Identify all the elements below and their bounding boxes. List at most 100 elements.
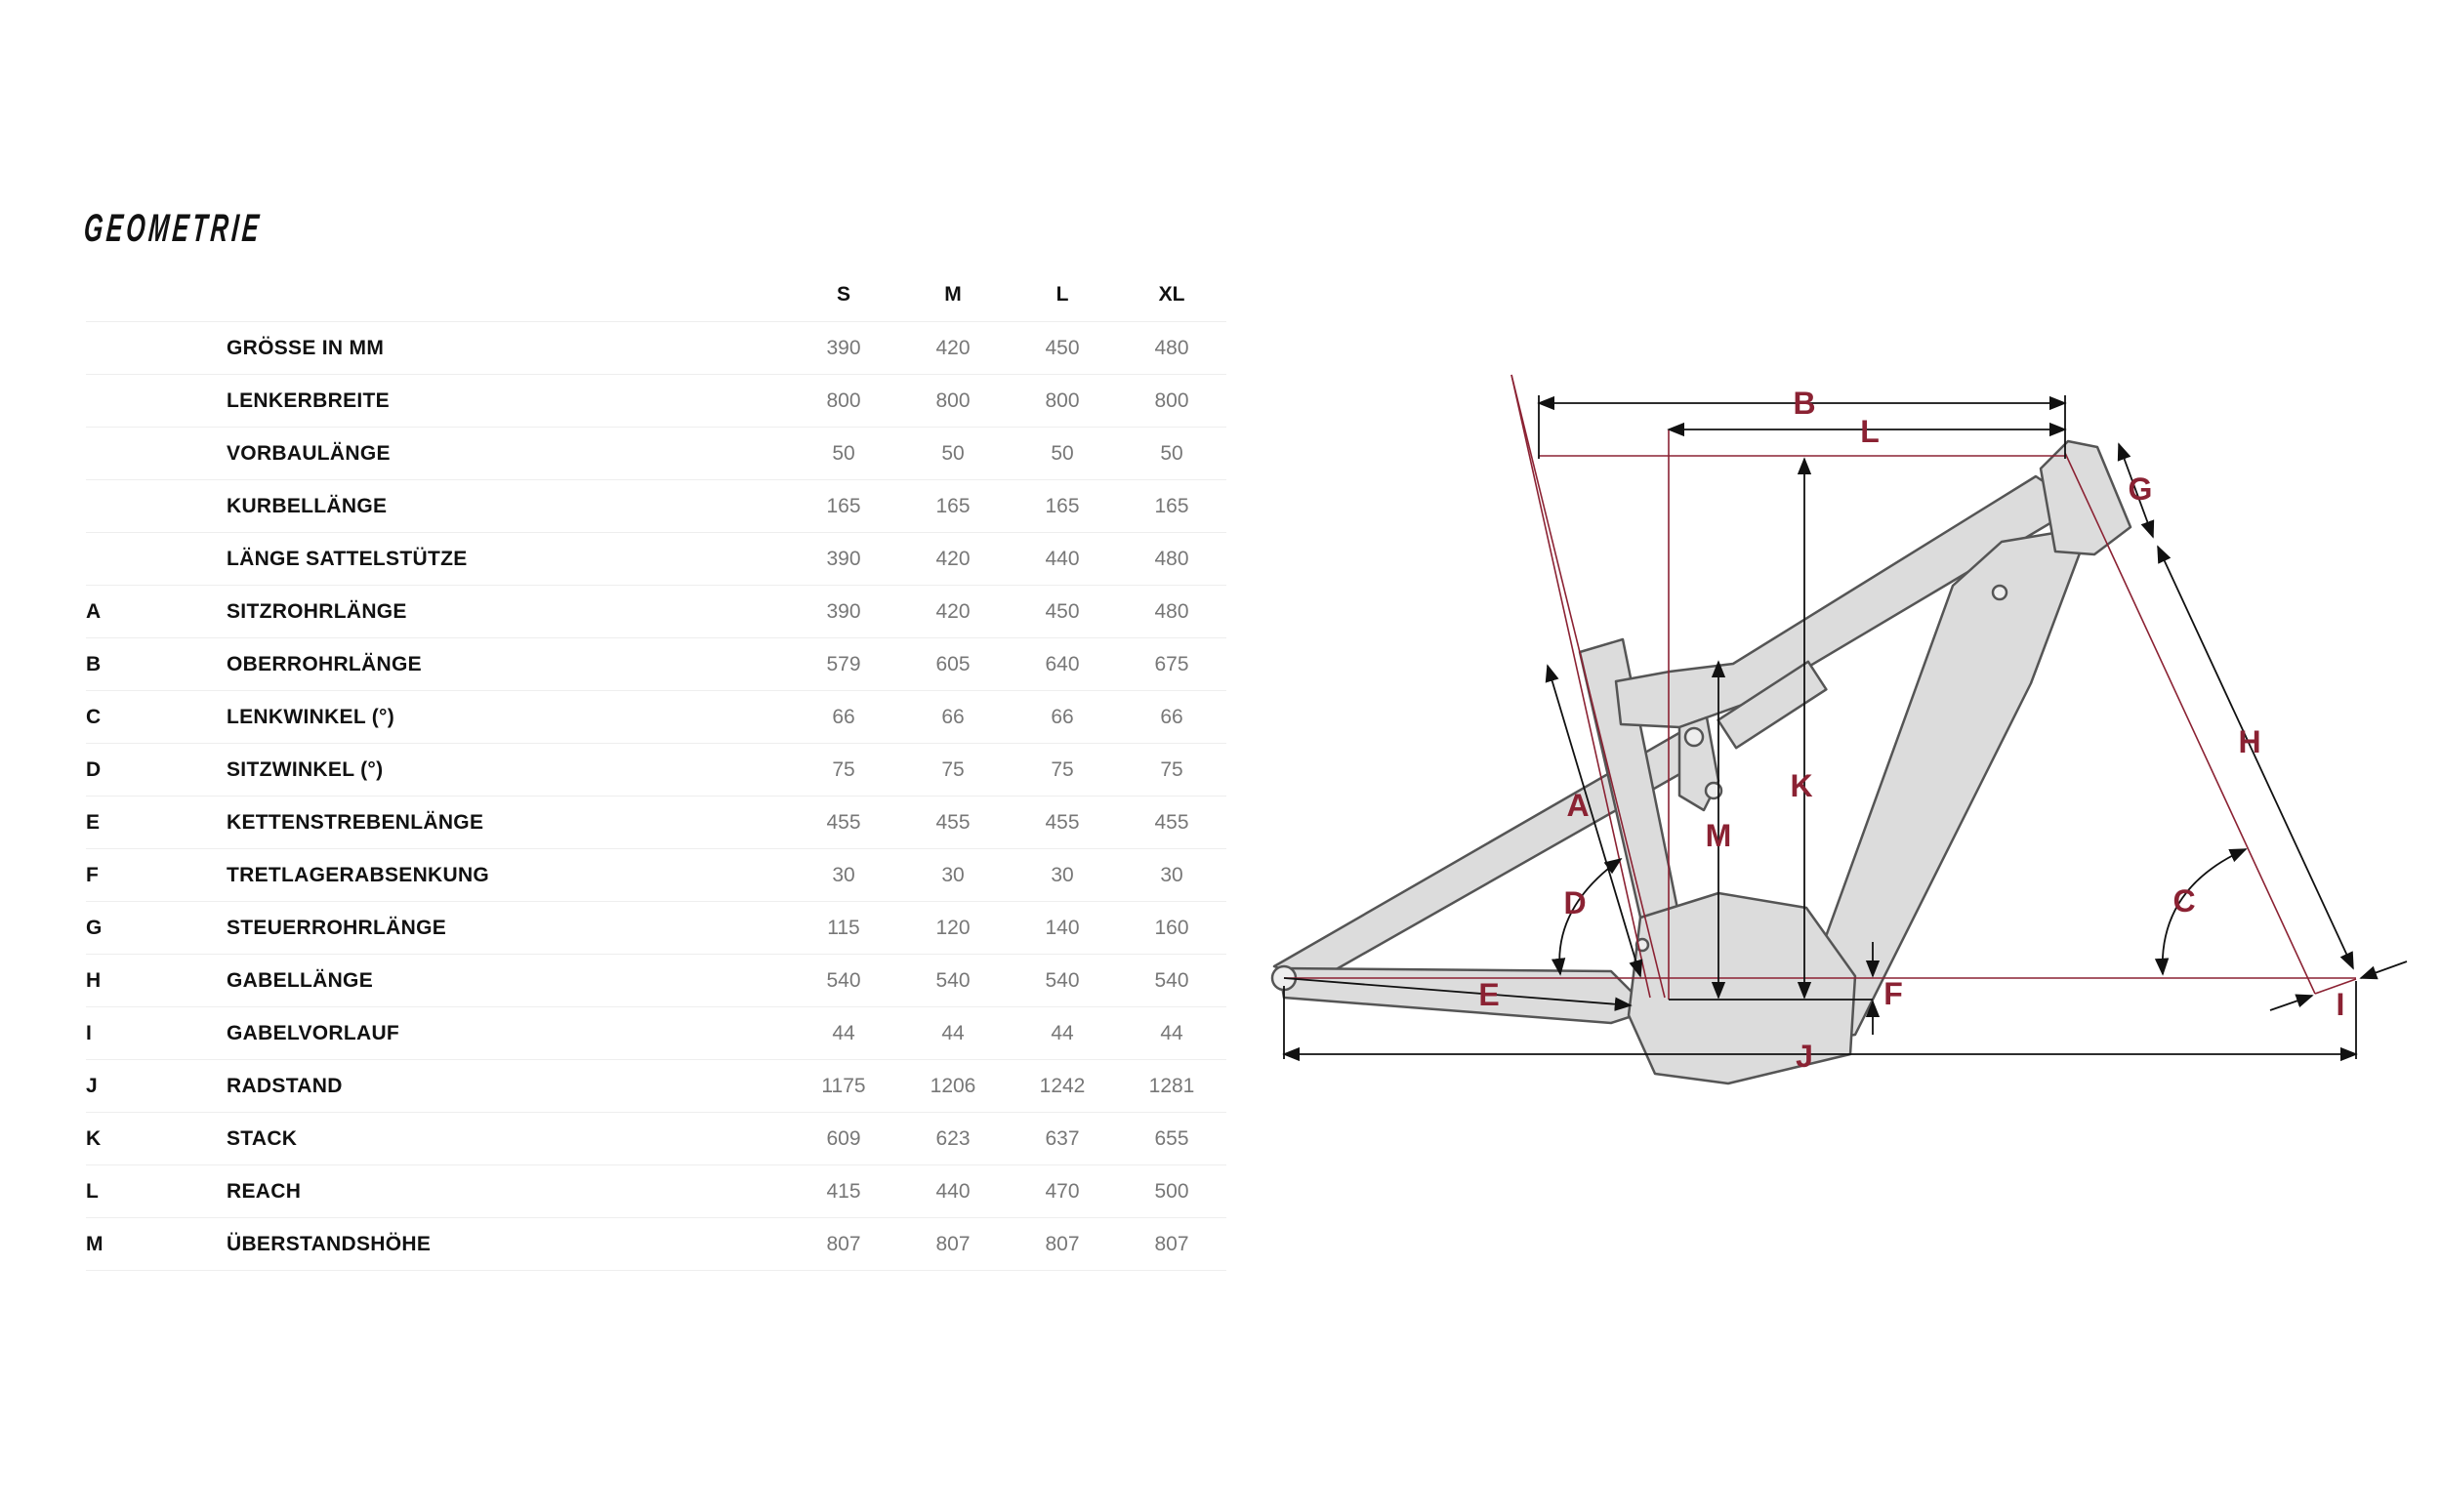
row-value: 500 [1154,1180,1189,1203]
row-letter: F [86,864,99,886]
chain-stay [1277,966,1652,1025]
row-value: 540 [935,969,971,992]
row-value: 540 [1045,969,1080,992]
row-value: 637 [1045,1127,1080,1150]
size-header-m: M [944,283,962,306]
row-value: 605 [935,653,971,675]
row-value: 415 [826,1180,861,1203]
dimension-lines [1282,395,2408,1062]
row-value: 75 [1051,758,1074,781]
row-value: 807 [1154,1233,1189,1255]
row-value: 455 [935,811,971,834]
row-value: 50 [941,442,965,465]
label-d: D [1563,885,1586,920]
row-value: 450 [1045,337,1080,359]
row-label: OBERROHRLÄNGE [227,653,422,675]
row-value: 30 [1051,864,1074,886]
row-label: LÄNGE SATTELSTÜTZE [227,548,468,570]
table-row: J RADSTAND 1175 1206 1242 1281 [86,1059,1226,1112]
row-value: 420 [935,548,971,570]
row-letter: E [86,811,101,834]
row-value: 50 [832,442,855,465]
row-value: 807 [935,1233,971,1255]
row-label: KURBELLÄNGE [227,495,388,517]
row-label: ÜBERSTANDSHÖHE [227,1233,432,1255]
row-letter: C [86,706,102,728]
row-value: 800 [935,389,971,412]
row-letter: G [86,917,103,939]
row-letter: I [86,1022,92,1044]
row-letter: J [86,1075,98,1097]
row-label: RADSTAND [227,1075,343,1097]
table-row: L REACH 415 440 470 500 [86,1165,1226,1217]
row-label: GRÖSSE IN MM [227,337,385,359]
row-value: 440 [1045,548,1080,570]
row-label: VORBAULÄNGE [227,442,391,465]
label-j: J [1796,1039,1813,1074]
row-label: KETTENSTREBENLÄNGE [227,811,484,834]
row-label: SITZWINKEL (°) [227,758,384,781]
row-value: 455 [826,811,861,834]
row-value: 1175 [821,1075,866,1097]
row-letter: H [86,969,102,992]
row-label: TRETLAGERABSENKUNG [227,864,490,886]
row-value: 44 [832,1022,855,1044]
row-value: 160 [1154,917,1189,939]
row-value: 1281 [1148,1075,1195,1097]
row-value: 480 [1154,548,1189,570]
row-value: 66 [1160,706,1183,728]
row-label: REACH [227,1180,302,1203]
row-value: 655 [1154,1127,1189,1150]
row-label: STEUERROHRLÄNGE [227,917,447,939]
row-value: 440 [935,1180,971,1203]
row-value: 470 [1045,1180,1080,1203]
row-value: 1242 [1039,1075,1086,1097]
row-value: 50 [1051,442,1074,465]
row-value: 420 [935,337,971,359]
label-e: E [1478,977,1499,1012]
label-g: G [2129,471,2153,507]
row-value: 140 [1045,917,1080,939]
table-header: S M L XL [86,268,1226,321]
row-letter: L [86,1180,99,1203]
pivot [1991,584,2008,601]
row-value: 75 [941,758,965,781]
row-value: 30 [941,864,965,886]
label-i: I [2337,987,2345,1022]
row-value: 800 [1154,389,1189,412]
row-value: 623 [935,1127,971,1150]
label-c: C [2172,883,2195,919]
row-letter: B [86,653,102,675]
row-value: 50 [1160,442,1183,465]
row-label: GABELVORLAUF [227,1022,400,1044]
row-value: 75 [1160,758,1183,781]
row-value: 1206 [930,1075,976,1097]
row-letter: M [86,1233,103,1255]
row-value: 66 [1051,706,1074,728]
label-f: F [1883,976,1903,1011]
row-value: 66 [832,706,855,728]
row-label: LENKERBREITE [227,389,390,412]
row-value: 480 [1154,600,1189,623]
row-value: 455 [1154,811,1189,834]
row-value: 480 [1154,337,1189,359]
row-value: 165 [935,495,971,517]
row-value: 44 [1051,1022,1074,1044]
row-value: 390 [826,337,861,359]
row-value: 390 [826,600,861,623]
row-value: 115 [827,917,860,939]
label-b: B [1793,386,1815,421]
row-value: 75 [832,758,855,781]
label-l: L [1860,414,1880,449]
